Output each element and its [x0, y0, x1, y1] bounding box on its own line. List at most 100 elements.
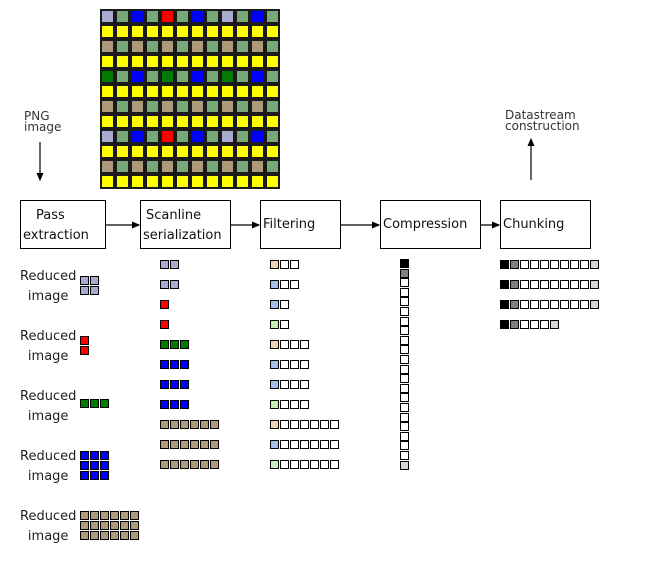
image-pixel — [190, 114, 205, 129]
scanline-pixel — [180, 360, 189, 369]
scanline-pixel — [170, 400, 179, 409]
chunk-data-byte — [550, 260, 559, 269]
reduced-pixel — [80, 471, 89, 480]
scanline-pixel — [180, 380, 189, 389]
image-pixel — [235, 84, 250, 99]
image-pixel — [220, 144, 235, 159]
scanline-pixel — [170, 280, 179, 289]
filtered-byte — [310, 440, 319, 449]
image-pixel — [130, 24, 145, 39]
filtered-byte — [280, 460, 289, 469]
image-pixel — [160, 114, 175, 129]
stage-chunking-label: Chunking — [503, 217, 565, 232]
image-pixel — [235, 99, 250, 114]
chunk-data-byte — [570, 300, 579, 309]
stage-filtering: Filtering — [260, 200, 341, 249]
reduced-pixel — [80, 399, 89, 408]
image-pixel — [190, 174, 205, 189]
compressed-byte — [400, 345, 409, 355]
image-pixel — [175, 144, 190, 159]
scanline-pixel — [180, 440, 189, 449]
image-pixel — [205, 9, 220, 24]
filter-type-byte — [270, 440, 279, 449]
scanline-pixel — [160, 300, 169, 309]
filter-type-byte — [270, 280, 279, 289]
reduced-pixel — [100, 451, 109, 460]
scanline-pixel — [180, 340, 189, 349]
image-pixel — [130, 174, 145, 189]
scanline-pixel — [160, 360, 169, 369]
reduced-pixel — [80, 461, 89, 470]
chunk-data-byte — [540, 260, 549, 269]
image-pixel — [175, 84, 190, 99]
image-pixel — [175, 54, 190, 69]
image-pixel — [100, 174, 115, 189]
image-pixel — [100, 144, 115, 159]
compressed-byte — [400, 297, 409, 307]
filtered-byte — [290, 400, 299, 409]
image-pixel — [220, 114, 235, 129]
reduced-pixel — [90, 521, 99, 530]
filtered-byte — [280, 320, 289, 329]
chunk-data-byte — [560, 280, 569, 289]
image-pixel — [190, 24, 205, 39]
image-pixel — [175, 159, 190, 174]
reduced-pixel — [100, 471, 109, 480]
scanline-pixel — [170, 460, 179, 469]
scanline-pixel — [210, 420, 219, 429]
reduced-pixel — [80, 511, 89, 520]
chunk-crc-byte — [590, 280, 599, 289]
scanline-pixel — [170, 340, 179, 349]
image-pixel — [265, 114, 280, 129]
chunk-data-byte — [560, 260, 569, 269]
image-pixel — [130, 129, 145, 144]
filter-type-byte — [270, 400, 279, 409]
compressed-byte — [400, 326, 409, 336]
image-pixel — [235, 54, 250, 69]
image-pixel — [235, 114, 250, 129]
filtered-byte — [300, 440, 309, 449]
compressed-byte — [400, 335, 409, 345]
chunk-header-byte — [500, 320, 509, 329]
scanline-pixel — [190, 460, 199, 469]
zlib-header-byte — [400, 268, 409, 278]
image-pixel — [205, 39, 220, 54]
image-pixel — [175, 99, 190, 114]
reduced-pixel — [120, 511, 129, 520]
filtered-byte — [280, 380, 289, 389]
reduced-pixel — [80, 451, 89, 460]
image-pixel — [130, 69, 145, 84]
compressed-byte — [400, 287, 409, 297]
image-pixel — [265, 174, 280, 189]
reduced-pixel — [110, 531, 119, 540]
image-pixel — [175, 174, 190, 189]
image-pixel — [160, 84, 175, 99]
reduced-pixel — [90, 511, 99, 520]
scanline-pixel — [190, 420, 199, 429]
chunk-header-byte — [500, 280, 509, 289]
image-pixel — [100, 159, 115, 174]
filtered-byte — [330, 440, 339, 449]
image-pixel — [220, 174, 235, 189]
image-pixel — [265, 39, 280, 54]
stage-compression: Compression — [380, 200, 481, 249]
image-pixel — [190, 144, 205, 159]
chunk-header-byte — [510, 300, 519, 309]
image-pixel — [115, 114, 130, 129]
scanline-pixel — [210, 460, 219, 469]
image-pixel — [220, 9, 235, 24]
reduced-pixel — [130, 531, 139, 540]
compressed-byte — [400, 278, 409, 288]
datastream-label-line1: Datastream — [505, 108, 576, 122]
filter-type-byte — [270, 420, 279, 429]
chunk-crc-byte — [590, 300, 599, 309]
scanline-pixel — [200, 460, 209, 469]
stage-pass-extraction-line2: extraction — [23, 228, 89, 243]
image-pixel — [265, 9, 280, 24]
reduced-image-label-line2: image — [27, 469, 69, 484]
stage-scanline-line2: serialization — [143, 228, 222, 243]
png-image-label-line1: PNG — [24, 109, 50, 123]
image-pixel — [160, 129, 175, 144]
chunk-data-byte — [530, 280, 539, 289]
reduced-image-label-line2: image — [27, 289, 69, 304]
